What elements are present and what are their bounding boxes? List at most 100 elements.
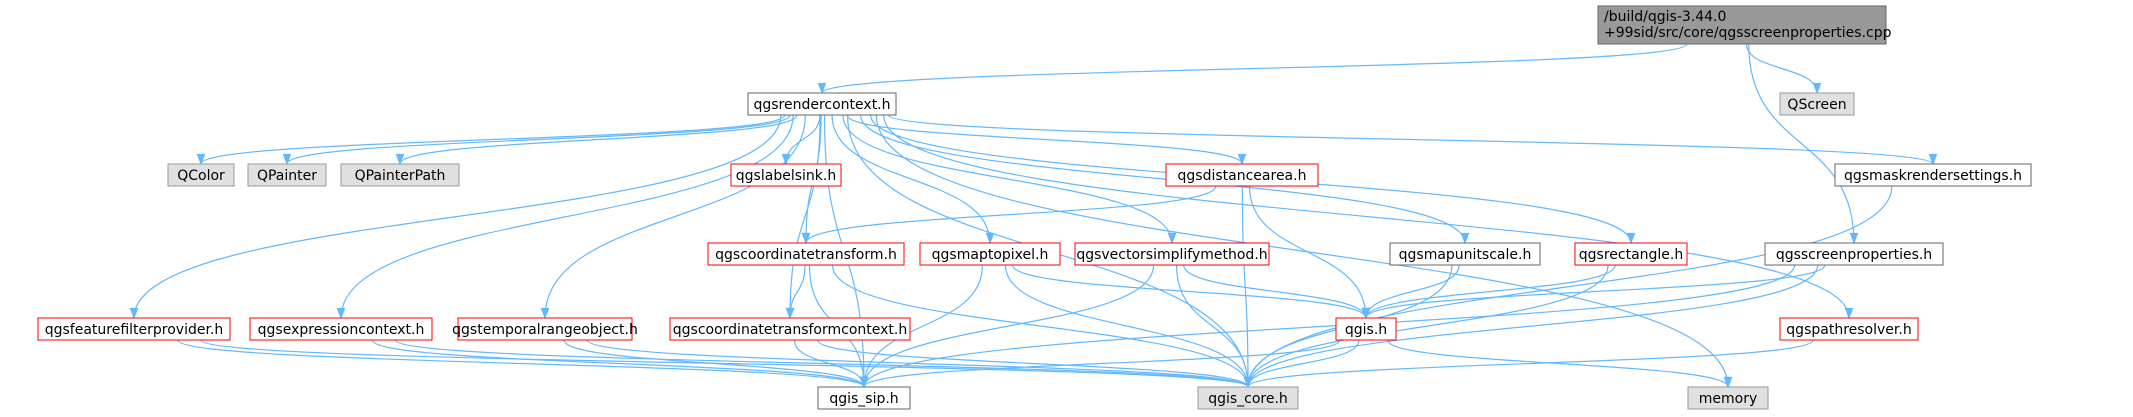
node-qgsfeaturefilterprovider[interactable]: qgsfeaturefilterprovider.h (37, 317, 231, 341)
node-label: qgsrendercontext.h (753, 97, 890, 113)
edge-line (1745, 43, 1818, 94)
edge-line (1387, 339, 1729, 388)
edge-root-to-QScreen (1745, 43, 1822, 95)
edge-line (399, 114, 798, 165)
node-qgsdistancearea[interactable]: qgsdistancearea.h (1165, 163, 1319, 187)
node-label: qgsvectorsimplifymethod.h (1076, 247, 1267, 263)
node-box (1165, 163, 1319, 187)
edge-arrowhead (1361, 307, 1371, 320)
node-box (1335, 317, 1397, 341)
edge-qgsrectangle-to-qgis_core (1243, 264, 1609, 389)
edge-root-to-qgsscreenproperties (1748, 43, 1859, 245)
node-label: qgstemporalrangeobject.h (452, 322, 638, 338)
edge-line (816, 339, 1249, 388)
edge-line (863, 339, 1341, 388)
node-qgis_core[interactable]: qgis_core.h (1197, 386, 1299, 410)
node-qgsscreenproperties[interactable]: qgsscreenproperties.h (1764, 242, 1944, 266)
node-box (1779, 92, 1855, 116)
edge-line (371, 339, 865, 388)
node-label: qgslabelsink.h (736, 168, 836, 184)
edge-qgscoordinatetransform-to-qgscoordinatetransformcontext (785, 264, 806, 320)
node-QPainter[interactable]: QPainter (247, 163, 327, 187)
edge-line (394, 339, 1249, 388)
edge-qgsscreenproperties-to-qgis (1361, 264, 1826, 320)
node-root[interactable]: /build/qgis-3.44.0+99sid/src/core/qgsscr… (1597, 5, 1892, 45)
node-qgsrendercontext[interactable]: qgsrendercontext.h (747, 92, 897, 116)
node-qgsrectangle[interactable]: qgsrectangle.h (1574, 242, 1688, 266)
node-box (747, 92, 897, 116)
node-QPainterPath[interactable]: QPainterPath (340, 163, 460, 187)
node-box (1764, 242, 1944, 266)
node-box (1779, 317, 1919, 341)
edge-line (1365, 264, 1826, 319)
edge-qgsrendercontext-to-QPainter (282, 114, 791, 166)
edge-qgsexpressioncontext-to-qgis_sip (371, 339, 869, 389)
node-box (247, 163, 327, 187)
node-qgis[interactable]: qgis.h (1335, 317, 1397, 341)
edge-qgsrendercontext-to-qgsfeaturefilterprovider (129, 114, 782, 320)
node-qgis_sip[interactable]: qgis_sip.h (817, 386, 911, 410)
node-label: QScreen (1787, 97, 1846, 113)
edge-line (805, 185, 1217, 244)
node-label: qgspathresolver.h (1786, 322, 1911, 338)
edge-line (1183, 264, 1367, 319)
node-qgstemporalrangeobject[interactable]: qgstemporalrangeobject.h (452, 317, 638, 341)
edge-line (1247, 264, 1819, 388)
edge-arrowhead (129, 307, 139, 320)
node-box (167, 163, 235, 187)
node-label: qgsdistancearea.h (1178, 168, 1307, 184)
node-box (457, 317, 633, 341)
node-box (919, 242, 1061, 266)
node-label: qgsmapunitscale.h (1399, 247, 1532, 263)
edge-arrowhead (785, 307, 795, 320)
node-QColor[interactable]: QColor (167, 163, 235, 187)
node-qgsmaptopixel[interactable]: qgsmaptopixel.h (919, 242, 1061, 266)
edge-qgis-to-qgis_core (1243, 339, 1360, 389)
node-QScreen[interactable]: QScreen (1779, 92, 1855, 116)
node-qgsmapunitscale[interactable]: qgsmapunitscale.h (1389, 242, 1541, 266)
edge-arrowhead (985, 232, 995, 245)
edge-root-to-qgsrendercontext (817, 43, 1688, 95)
edge-qgsdistancearea-to-qgis_core (1241, 185, 1253, 389)
node-qgscoordinatetransform[interactable]: qgscoordinatetransform.h (707, 242, 905, 266)
edge-qgsvectorsimplifymethod-to-qgis (1183, 264, 1371, 320)
edge-line (1247, 339, 1360, 388)
edge-line (340, 114, 794, 319)
node-qgsmaskrendersettings[interactable]: qgsmaskrendersettings.h (1834, 163, 2032, 187)
edge-qgsrendercontext-to-qgstemporalrangeobject (540, 114, 806, 320)
edge-line (1247, 339, 1814, 388)
edge-line (544, 114, 806, 319)
node-memory[interactable]: memory (1687, 386, 1769, 410)
edge-line (1248, 185, 1367, 319)
node-label: qgsscreenproperties.h (1776, 247, 1932, 263)
node-qgsvectorsimplifymethod[interactable]: qgsvectorsimplifymethod.h (1074, 242, 1270, 266)
edge-qgsfeaturefilterprovider-to-qgis_sip (177, 339, 869, 389)
edge-line (859, 114, 1466, 244)
node-qgscoordinatetransformcontext[interactable]: qgscoordinatetransformcontext.h (669, 317, 911, 341)
node-qgslabelsink[interactable]: qgslabelsink.h (730, 163, 842, 187)
node-box (1389, 242, 1541, 266)
edge-arrowhead (1723, 376, 1733, 389)
edge-arrowhead (1167, 232, 1177, 245)
edge-qgspathresolver-to-qgis_core (1243, 339, 1814, 389)
edge-line (883, 114, 1850, 319)
edge-arrowhead (817, 82, 827, 95)
edge-arrowhead (1460, 232, 1470, 245)
edge-arrowhead (336, 307, 346, 320)
edge-line (1175, 264, 1249, 388)
edge-line (1241, 185, 1249, 388)
edge-line (1247, 264, 1609, 388)
node-qgsexpressioncontext[interactable]: qgsexpressioncontext.h (249, 317, 433, 341)
node-label: QPainter (257, 168, 317, 184)
edge-arrowhead (1849, 232, 1859, 245)
edge-arrowhead (540, 307, 550, 320)
edge-line (785, 114, 821, 165)
edge-arrowhead (1243, 376, 1253, 389)
edge-qgsrendercontext-to-qgsmaptopixel (831, 114, 995, 245)
edge-arrowhead (1844, 307, 1854, 320)
edge-qgsrendercontext-to-qgsmaskrendersettings (888, 114, 1938, 166)
node-label: qgis.h (1345, 322, 1387, 338)
edge-qgsrendercontext-to-QPainterPath (395, 114, 798, 166)
node-qgspathresolver[interactable]: qgspathresolver.h (1779, 317, 1919, 341)
